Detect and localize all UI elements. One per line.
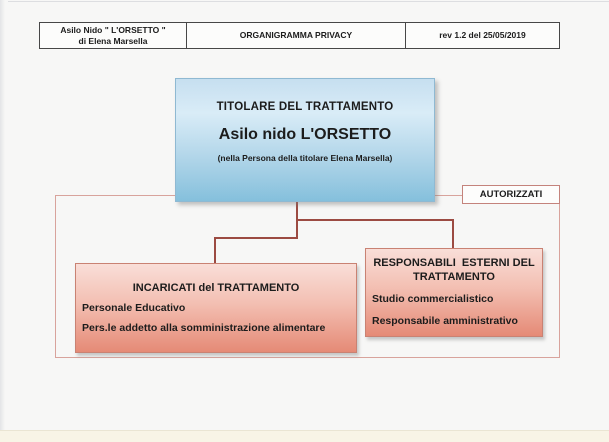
titolare-note: (nella Persona della titolare Elena Mars… <box>217 153 393 163</box>
header-org-cell: Asilo Nido " L'ORSETTO " di Elena Marsel… <box>40 23 187 48</box>
connector-branch-incaricati-h <box>214 237 298 239</box>
header-table: Asilo Nido " L'ORSETTO " di Elena Marsel… <box>39 22 560 49</box>
autorizzati-label-box: AUTORIZZATI <box>462 185 560 204</box>
responsabili-member: Responsabile amministrativo <box>372 315 518 327</box>
revision-label: rev 1.2 del 25/05/2019 <box>439 30 526 40</box>
header-title-cell: ORGANIGRAMMA PRIVACY <box>187 23 406 48</box>
scan-artifact-bottom-edge <box>0 430 609 442</box>
responsabili-title: RESPONSABILI ESTERNI DEL TRATTAMENTO <box>366 256 542 284</box>
incaricati-member: Pers.le addetto alla somministrazione al… <box>82 322 326 334</box>
incaricati-box: INCARICATI del TRATTAMENTO Personale Edu… <box>75 263 357 353</box>
document-title: ORGANIGRAMMA PRIVACY <box>239 30 353 40</box>
scan-artifact-left-edge <box>0 0 5 442</box>
responsabili-title-line1: RESPONSABILI ESTERNI DEL <box>373 257 535 269</box>
titolare-name: Asilo nido L'ORSETTO <box>218 126 392 143</box>
header-revision-cell: rev 1.2 del 25/05/2019 <box>406 23 559 48</box>
scan-artifact-top-line <box>8 1 609 2</box>
incaricati-member: Personale Educativo <box>82 302 186 314</box>
incaricati-title: INCARICATI del TRATTAMENTO <box>132 282 300 294</box>
connector-branch-incaricati-v <box>214 237 216 264</box>
connector-branch-responsabili-v <box>452 219 454 249</box>
responsabili-member: Studio commercialistico <box>372 293 494 305</box>
titolare-box: TITOLARE DEL TRATTAMENTO Asilo nido L'OR… <box>175 78 435 202</box>
header-org-name-line1: Asilo Nido " L'ORSETTO " <box>60 24 166 35</box>
header-org-name-line2: di Elena Marsella <box>78 35 148 46</box>
titolare-role-label: TITOLARE DEL TRATTAMENTO <box>216 101 394 113</box>
responsabili-esterni-box: RESPONSABILI ESTERNI DEL TRATTAMENTO Stu… <box>365 248 543 337</box>
responsabili-title-line2: TRATTAMENTO <box>413 271 495 283</box>
connector-branch-responsabili-h <box>296 219 454 221</box>
autorizzati-label: AUTORIZZATI <box>479 189 543 200</box>
